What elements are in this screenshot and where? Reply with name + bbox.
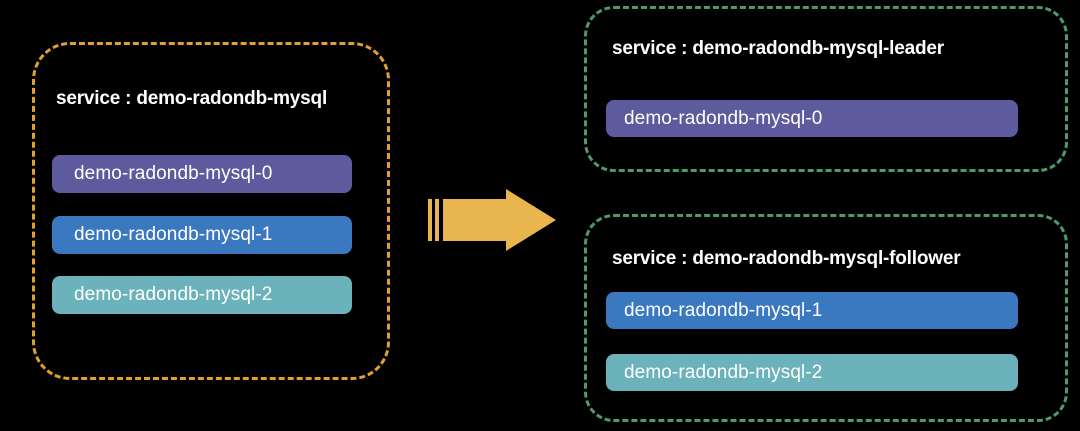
pod-pill-follower-1[interactable]: demo-radondb-mysql-2 <box>606 354 1018 391</box>
follower-service-group <box>584 214 1068 422</box>
pod-pill-label: demo-radondb-mysql-2 <box>624 361 823 383</box>
leader-service-group <box>584 6 1068 172</box>
pod-pill-label: demo-radondb-mysql-0 <box>624 107 823 129</box>
pod-pill-source-0[interactable]: demo-radondb-mysql-0 <box>52 155 352 193</box>
source-service-title: service : demo-radondb-mysql <box>56 88 328 109</box>
leader-service-title: service : demo-radondb-mysql-leader <box>612 38 944 59</box>
pod-pill-leader-0[interactable]: demo-radondb-mysql-0 <box>606 100 1018 137</box>
follower-service-title: service : demo-radondb-mysql-follower <box>612 248 961 269</box>
transform-arrow <box>428 189 556 251</box>
pod-pill-label: demo-radondb-mysql-1 <box>624 299 823 321</box>
source-service-group <box>32 42 390 380</box>
pod-pill-source-2[interactable]: demo-radondb-mysql-2 <box>52 276 352 314</box>
pod-pill-label: demo-radondb-mysql-1 <box>74 224 273 245</box>
pod-pill-source-1[interactable]: demo-radondb-mysql-1 <box>52 216 352 254</box>
pod-pill-follower-0[interactable]: demo-radondb-mysql-1 <box>606 292 1018 329</box>
pod-pill-label: demo-radondb-mysql-0 <box>74 163 273 184</box>
pod-pill-label: demo-radondb-mysql-2 <box>74 284 273 305</box>
